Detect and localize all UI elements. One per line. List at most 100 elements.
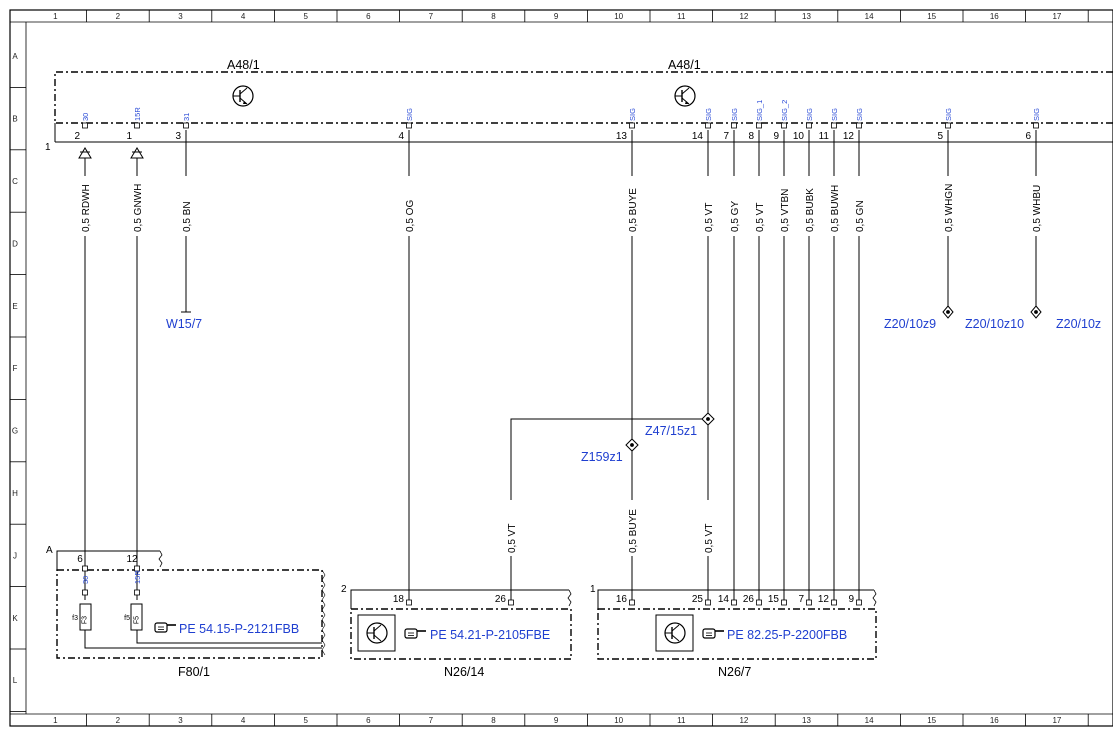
junction-markers [625, 305, 1042, 452]
pin-number: 6 [1025, 131, 1031, 142]
pin-terminal [856, 122, 862, 129]
pe-link-n26-14[interactable]: PE 54.21-P-2105FBE [404, 628, 550, 642]
f80-module: A F80/1 [46, 545, 326, 679]
pin-number: 8 [748, 131, 754, 142]
pe-link-f80[interactable]: PE 54.15-P-2121FBB [154, 622, 299, 636]
ref-w15-7[interactable]: W15/7 [166, 317, 202, 331]
row-letter: H [12, 489, 18, 498]
pin-signal-label: 31 [182, 113, 191, 121]
pin-terminal [1033, 122, 1039, 129]
a48-pins: 230115R3314SIG13SIG14SIG7SIG8SIG_19SIG_2… [74, 100, 1041, 142]
pin-terminal [781, 122, 787, 129]
fuse-label: f5 [124, 615, 130, 622]
column-number: 2 [116, 716, 121, 725]
column-number: 13 [802, 716, 811, 725]
pin-number: 5 [937, 131, 943, 142]
column-number: 5 [303, 716, 308, 725]
ref-z159z1[interactable]: Z159z1 [581, 450, 623, 464]
pin-number: 14 [692, 131, 704, 142]
pin-number: 14 [718, 594, 730, 605]
pin-signal-label: SIG [1032, 108, 1041, 121]
wire-color-label: 0,5 GY [730, 201, 741, 232]
wire-color-label: 0,5 VTBN [780, 189, 791, 232]
pin-terminal [629, 599, 635, 606]
column-number: 8 [491, 12, 496, 21]
pe-ref-n26-14[interactable]: PE 54.21-P-2105FBE [430, 628, 550, 642]
pin-signal-label: 15R [133, 107, 142, 121]
column-number: 16 [990, 716, 999, 725]
pin-signal-label: SIG [805, 108, 814, 121]
pin-signal-label: SIG [628, 108, 637, 121]
pin-number: 26 [495, 594, 507, 605]
row-letter: G [12, 427, 18, 436]
column-number: 1 [53, 716, 58, 725]
pin-signal-label: 30 [81, 576, 90, 584]
junction-diamond-icon [701, 412, 715, 426]
column-number: 11 [677, 716, 686, 725]
ref-z47-15z1[interactable]: Z47/15z1 [645, 424, 697, 438]
ref-z20-10z9[interactable]: Z20/10z9 [884, 317, 936, 331]
pin-number: 12 [843, 131, 855, 142]
frame [9, 9, 1113, 727]
pin-number: 26 [743, 594, 755, 605]
wire-color-label: 0,5 GNWH [133, 184, 144, 232]
ref-z20-10z10[interactable]: Z20/10z10 [965, 317, 1024, 331]
ref-z20-10z-next[interactable]: Z20/10z [1056, 317, 1101, 331]
pin-number: 10 [793, 131, 805, 142]
pe-ref-n26-7[interactable]: PE 82.25-P-2200FBB [727, 628, 847, 642]
wire-color-label: 0,5 VT [507, 524, 518, 553]
column-number: 17 [1052, 716, 1061, 725]
pin-terminal [945, 122, 951, 129]
pe-ref-f80[interactable]: PE 54.15-P-2121FBB [179, 622, 299, 636]
row-letter: E [12, 302, 17, 311]
pin-number: 25 [692, 594, 704, 605]
pin-terminal [806, 122, 812, 129]
row-letter: L [13, 676, 18, 685]
wire-color-label: 0,5 BUWH [830, 185, 841, 232]
pin-terminal [183, 122, 189, 129]
wire-color-label: 0,5 BUYE [628, 509, 639, 553]
pin-number: 9 [848, 594, 854, 605]
column-number: 14 [865, 716, 874, 725]
column-number: 9 [554, 716, 559, 725]
n26-14-module: 2 N26/14 [341, 584, 572, 679]
pin-signal-label: SIG_2 [780, 100, 789, 121]
pointing-hand-icon [702, 628, 724, 639]
wires [84, 130, 1037, 600]
pin-number: 12 [818, 594, 830, 605]
column-number: 16 [990, 12, 999, 21]
control-unit-icon [655, 614, 694, 652]
pin-number: 4 [398, 131, 404, 142]
wire-color-label: 0,5 WHBU [1032, 185, 1043, 232]
row-letter: B [12, 115, 17, 124]
pin-terminal [406, 599, 412, 606]
wire-color-label: 0,5 RDWH [81, 184, 92, 232]
pin-terminal [756, 122, 762, 129]
junction-diamond-icon [625, 438, 639, 452]
n26-14-label: N26/14 [444, 665, 484, 679]
row-letter: J [13, 551, 17, 560]
pin-signal-label: SIG [704, 108, 713, 121]
column-number: 12 [739, 716, 748, 725]
pin-number: 13 [616, 131, 628, 142]
wire-color-label: 0,5 VT [704, 524, 715, 553]
a48-module: A48/1 A48/1 1 [45, 58, 1113, 153]
column-number: 7 [429, 12, 434, 21]
column-number: 6 [366, 716, 371, 725]
pin-signal-label: 15R [133, 570, 142, 584]
fuse-inner-label: F5 [134, 616, 141, 624]
pin-terminal [134, 122, 140, 129]
pin-number: 6 [77, 554, 83, 565]
pin-terminal [82, 122, 88, 129]
pin-terminal [508, 599, 514, 606]
pe-link-n26-7[interactable]: PE 82.25-P-2200FBB [702, 628, 847, 642]
wire-color-label: 0,5 WHGN [944, 184, 955, 232]
transistor-icon [674, 85, 696, 107]
column-number: 10 [614, 716, 623, 725]
pin-number: 1 [126, 131, 132, 142]
pin-terminal [731, 599, 737, 606]
